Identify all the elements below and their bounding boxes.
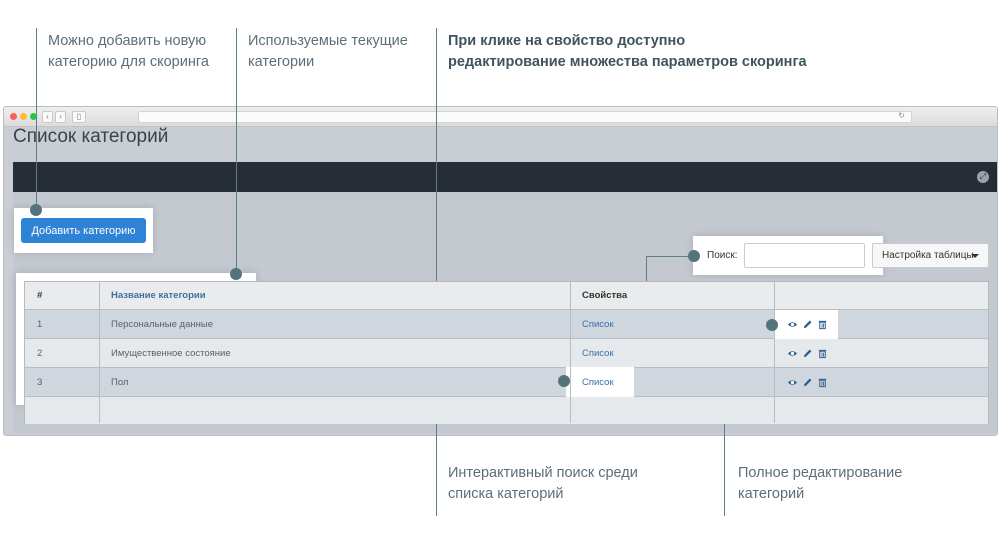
- table-row: 2 Имущественное состояние Список: [25, 339, 988, 368]
- connector-line: [646, 256, 694, 257]
- pencil-icon[interactable]: [802, 348, 813, 359]
- row-actions: [787, 310, 828, 338]
- category-name: Персональные данные: [111, 318, 213, 330]
- annotation-line: Полное редактирование: [738, 465, 903, 481]
- annotation-line: категорию для скоринга: [48, 54, 209, 70]
- column-divider: [570, 282, 571, 423]
- properties-link[interactable]: Список: [582, 318, 614, 330]
- row-actions: [787, 368, 828, 396]
- pencil-icon[interactable]: [802, 377, 813, 388]
- category-name: Имущественное состояние: [111, 347, 231, 359]
- categories-table: # Название категории Свойства 1 Персонал…: [24, 281, 989, 424]
- connector-dot: [230, 268, 242, 280]
- reload-icon[interactable]: ↻: [898, 111, 905, 120]
- properties-link[interactable]: Список: [582, 347, 614, 359]
- browser-toolbar: ‹ › ▯ ↻: [4, 107, 997, 127]
- annotation-line: списка категорий: [448, 486, 564, 502]
- category-name: Пол: [111, 376, 129, 388]
- panel-toggle-icon[interactable]: ⤢: [977, 171, 989, 183]
- highlight-properties: [566, 367, 634, 398]
- row-number: 2: [37, 347, 43, 359]
- table-empty-row: [25, 397, 988, 424]
- column-header-properties[interactable]: Свойства: [582, 290, 628, 301]
- pencil-icon[interactable]: [802, 319, 813, 330]
- row-number: 1: [37, 318, 43, 330]
- annotation-line: редактирование множества параметров скор…: [448, 54, 807, 70]
- annotation-add-category: Можно добавить новую категорию для скори…: [48, 31, 209, 73]
- sidebar-icon[interactable]: ▯: [72, 111, 86, 123]
- eye-icon[interactable]: [787, 319, 798, 330]
- annotation-line: категорий: [738, 486, 805, 502]
- table-settings-button[interactable]: Настройка таблицы: [872, 243, 989, 268]
- column-divider: [99, 282, 100, 423]
- column-header-actions: [774, 282, 989, 309]
- add-category-button[interactable]: Добавить категорию: [21, 218, 146, 243]
- connector-dot: [30, 204, 42, 216]
- column-header-name[interactable]: Название категории: [111, 290, 206, 301]
- row-number: 3: [37, 376, 43, 388]
- connector-dot: [766, 319, 778, 331]
- annotation-properties: При клике на свойство доступно редактиро…: [448, 31, 807, 73]
- annotation-line: Можно добавить новую: [48, 33, 207, 49]
- close-window-dot[interactable]: [10, 113, 17, 120]
- eye-icon[interactable]: [787, 348, 798, 359]
- panel-header: ⤢: [13, 162, 997, 192]
- table-header-row: # Название категории Свойства: [25, 282, 988, 310]
- annotation-line: При клике на свойство доступно: [448, 33, 686, 49]
- chevron-down-icon: [971, 254, 979, 258]
- maximize-window-dot[interactable]: [30, 113, 37, 120]
- annotation-full-edit: Полное редактирование категорий: [738, 463, 902, 505]
- minimize-window-dot[interactable]: [20, 113, 27, 120]
- back-icon[interactable]: ‹: [42, 111, 53, 123]
- trash-icon[interactable]: [817, 319, 828, 330]
- connector-dot: [558, 375, 570, 387]
- eye-icon[interactable]: [787, 377, 798, 388]
- connector-line: [436, 28, 437, 381]
- table-row: 3 Пол Список: [25, 367, 988, 398]
- annotation-current-categories: Используемые текущие категории: [248, 31, 408, 73]
- column-header-number[interactable]: #: [37, 290, 43, 301]
- row-actions: [787, 339, 828, 367]
- connector-line: [236, 28, 237, 274]
- table-row: 1 Персональные данные Список: [25, 310, 988, 339]
- connector-dot: [688, 250, 700, 262]
- table-settings-label: Настройка таблицы: [882, 250, 974, 261]
- annotation-line: категории: [248, 54, 315, 70]
- address-bar[interactable]: ↻: [138, 111, 912, 123]
- trash-icon[interactable]: [817, 377, 828, 388]
- forward-icon[interactable]: ›: [55, 111, 66, 123]
- annotation-search: Интерактивный поиск среди списка категор…: [448, 463, 638, 505]
- connector-line: [436, 409, 437, 516]
- annotation-line: Интерактивный поиск среди: [448, 465, 638, 481]
- search-label: Поиск:: [707, 250, 738, 261]
- properties-link[interactable]: Список: [582, 376, 614, 388]
- search-input[interactable]: [744, 243, 865, 268]
- column-divider: [774, 282, 775, 423]
- connector-line: [36, 28, 37, 210]
- annotation-line: Используемые текущие: [248, 33, 408, 49]
- page-title: Список категорий: [13, 126, 169, 147]
- trash-icon[interactable]: [817, 348, 828, 359]
